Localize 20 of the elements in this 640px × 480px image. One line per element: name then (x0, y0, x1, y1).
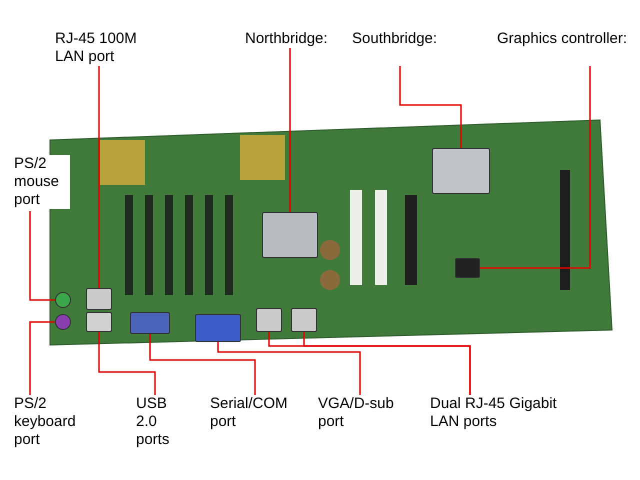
ethernet-port (86, 288, 112, 310)
heatsink (262, 212, 318, 258)
serial-port (130, 312, 170, 334)
leader-line (289, 48, 291, 212)
ethernet-port (291, 308, 317, 332)
leader-line (29, 211, 55, 301)
ethernet-port (256, 308, 282, 332)
leader-line (217, 342, 361, 395)
leader-line (149, 334, 256, 395)
leader-line (303, 332, 471, 395)
leader-line (29, 321, 55, 395)
usb-port (86, 312, 112, 332)
leader-line (399, 66, 462, 148)
callout-label: PS/2 mouse port (14, 155, 70, 209)
chip (455, 258, 480, 278)
vga-port (195, 314, 241, 342)
heatsink (432, 148, 490, 194)
leader-line (480, 66, 591, 269)
leader-line (98, 66, 100, 288)
leader-line (98, 332, 156, 395)
